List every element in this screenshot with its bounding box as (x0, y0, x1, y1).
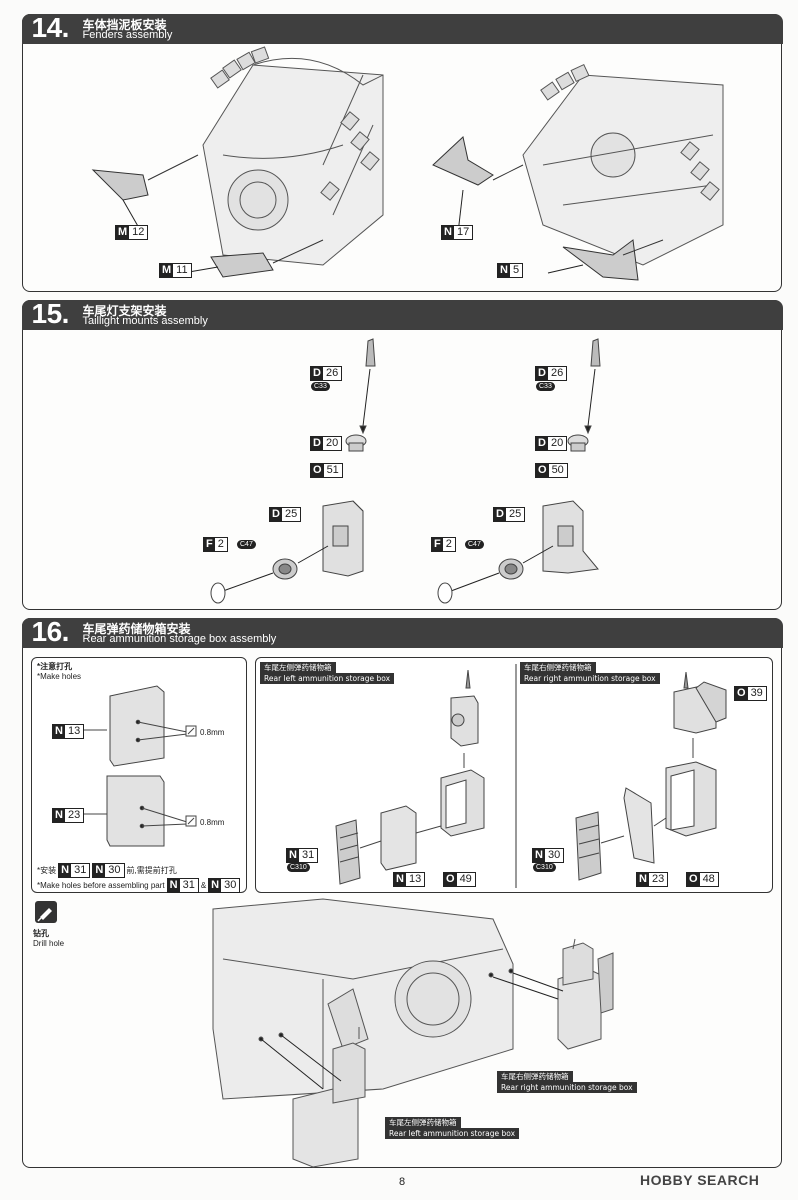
drill-icon (35, 901, 57, 923)
callout-right-box-zh: 车尾右侧弹药储物箱 (497, 1071, 573, 1082)
holes-illustration (72, 685, 197, 847)
step-title-zh: 车尾灯支架安装 (82, 303, 167, 318)
sub-label-c310-right: C310 (533, 863, 556, 872)
sub-label-c47-left: C47 (237, 540, 256, 549)
callout-left-box-zh: 车尾左侧弹药储物箱 (385, 1117, 461, 1128)
sub-label-c33-left: C33 (311, 382, 330, 391)
left-box-title-zh: 车尾左侧弹药储物箱 (260, 662, 336, 673)
step-number: 16. (31, 615, 70, 647)
step-number: 15. (31, 297, 70, 329)
taillight-illustration (210, 338, 601, 604)
callout-left-box-en: Rear left ammunition storage box (385, 1128, 520, 1139)
step-16-panel: 16. 车尾弹药储物箱安装 Rear ammunition storage bo… (21, 615, 783, 1168)
sub-label-c33-right: C33 (536, 382, 555, 391)
step-title-en: Taillight mounts assembly (82, 314, 208, 327)
hole-size-1: 0.8mm (200, 728, 225, 737)
step-16-header: 16. 车尾弹药储物箱安装 Rear ammunition storage bo… (21, 615, 783, 648)
step-number: 14. (31, 11, 70, 43)
callout-right-box-en: Rear right ammunition storage box (497, 1082, 637, 1093)
step-title-zh: 车体挡泥板安装 (82, 17, 167, 32)
step-title-zh: 车尾弹药储物箱安装 (82, 621, 191, 636)
fenders-illustration (91, 46, 724, 281)
step-14-panel: 14. 车体挡泥板安装 Fenders assembly (21, 11, 783, 292)
left-box-title-en: Rear left ammunition storage box (260, 673, 395, 684)
drill-label-zh: 钻孔 (33, 929, 49, 938)
storage-box-illustration (335, 664, 727, 888)
step-15-panel: 15. 车尾灯支架安装 Taillight mounts assembly (21, 297, 783, 610)
step-14-header: 14. 车体挡泥板安装 Fenders assembly (21, 11, 783, 44)
step-title-en: Rear ammunition storage box assembly (82, 632, 277, 645)
right-box-title-zh: 车尾右侧弹药储物箱 (520, 662, 596, 673)
right-box-title-en: Rear right ammunition storage box (520, 673, 660, 684)
sub-label-c310-left: C310 (287, 863, 310, 872)
hole-size-2: 0.8mm (200, 818, 225, 827)
holes-title-zh: *注意打孔 (37, 662, 73, 671)
step-title-en: Fenders assembly (82, 28, 173, 41)
page-number: 8 (399, 1176, 406, 1188)
watermark: HOBBY SEARCH (640, 1172, 760, 1188)
rear-hull-illustration (212, 898, 614, 1168)
holes-title-en: *Make holes (37, 672, 82, 681)
step-15-header: 15. 车尾灯支架安装 Taillight mounts assembly (21, 297, 783, 330)
storage-box-assembly-panel: 车尾左侧弹药储物箱 Rear left ammunition storage b… (255, 657, 773, 893)
sub-label-c47-right: C47 (465, 540, 484, 549)
drill-label-en: Drill hole (33, 939, 65, 948)
